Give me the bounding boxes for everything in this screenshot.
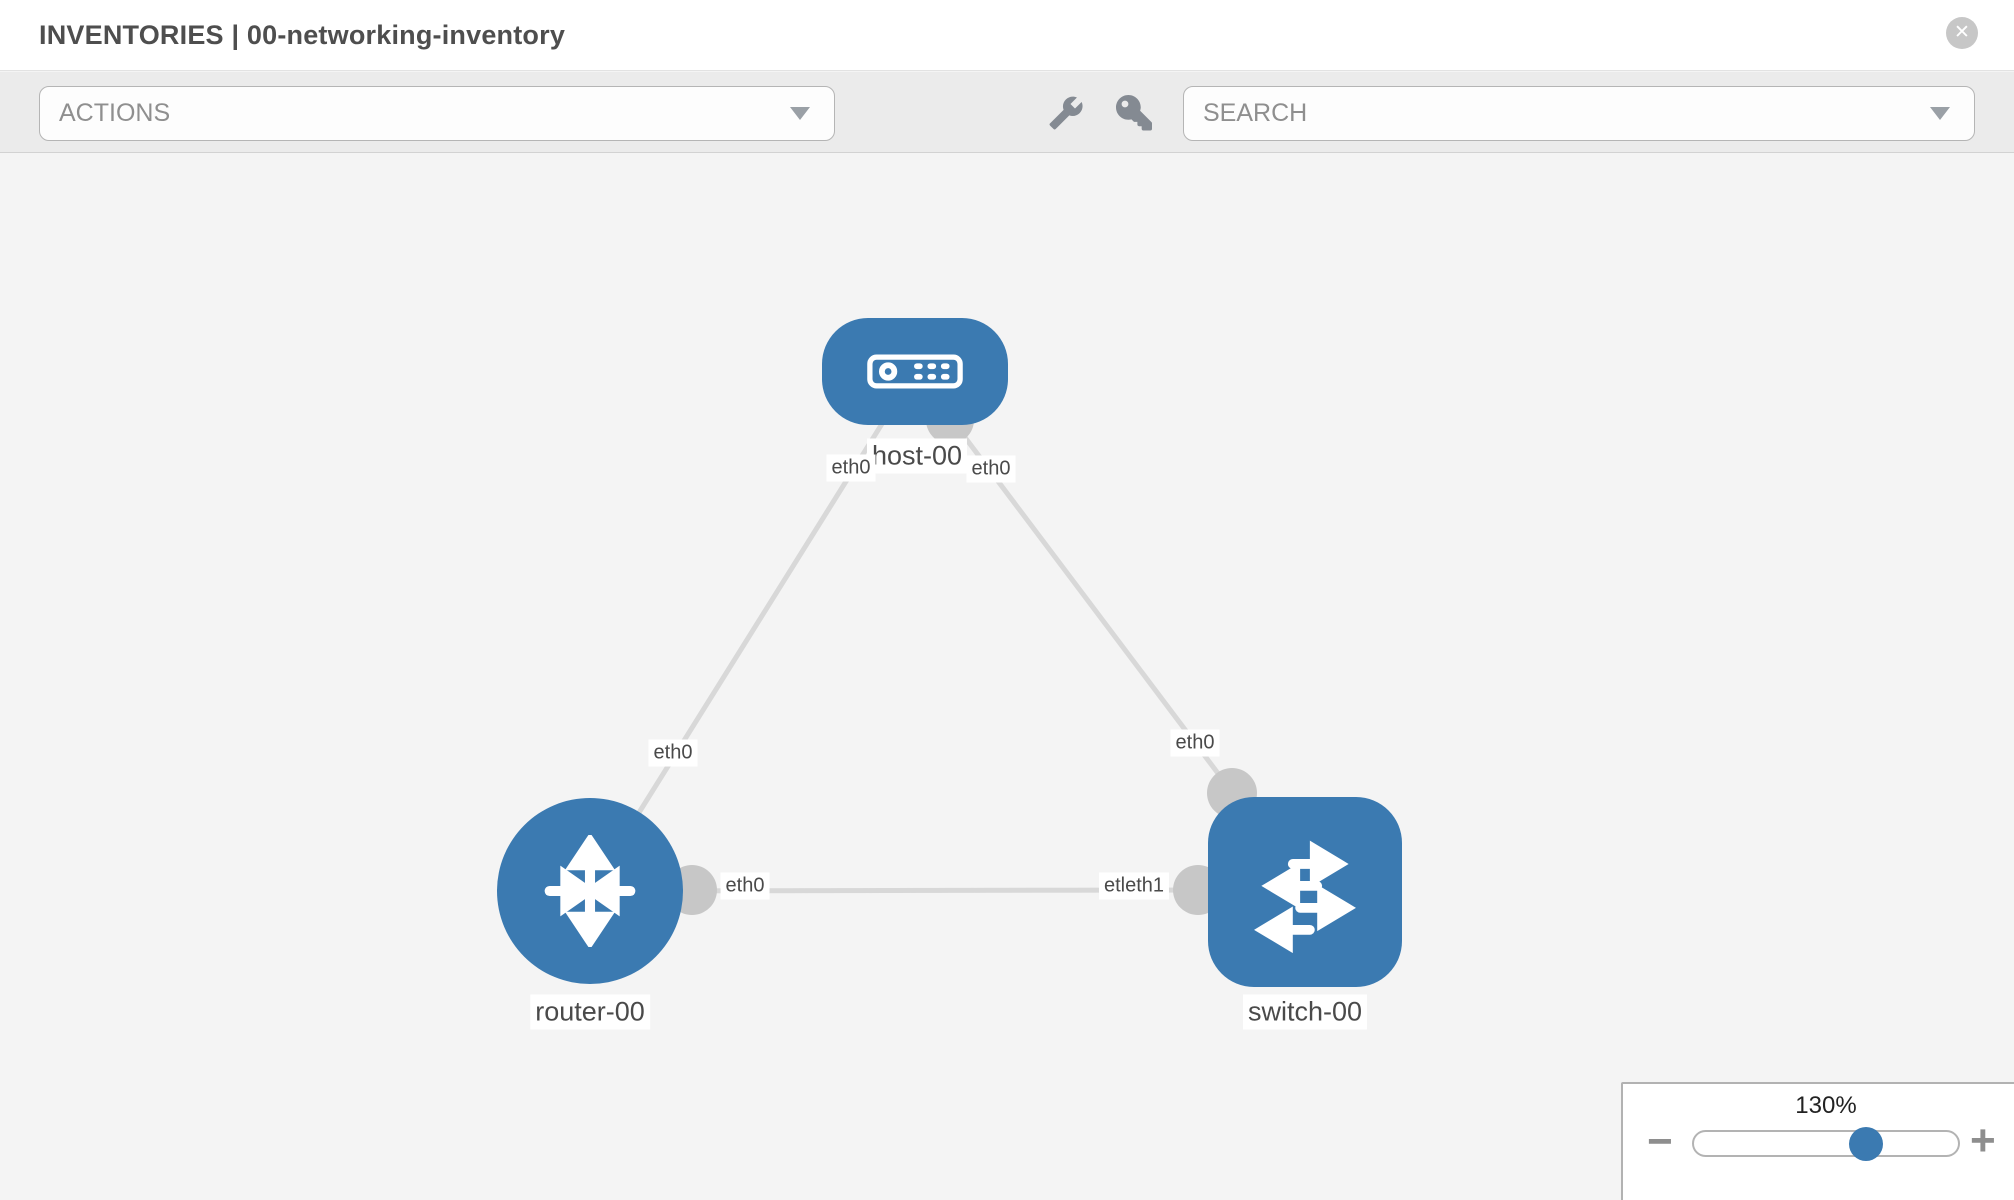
- interface-label: eth0: [826, 454, 876, 482]
- chevron-down-icon: [1930, 107, 1950, 120]
- interface-label: eth0: [648, 739, 698, 767]
- node-label-host-00: host-00: [866, 438, 968, 474]
- node-label-switch-00: switch-00: [1242, 994, 1368, 1030]
- router-icon: [544, 835, 636, 947]
- key-icon[interactable]: [1116, 95, 1152, 131]
- actions-dropdown-label: ACTIONS: [59, 99, 171, 127]
- interface-label: eth0: [1170, 729, 1220, 757]
- zoom-in-button[interactable]: +: [1970, 1116, 1996, 1165]
- edge-host-00-switch-00: [912, 368, 1235, 795]
- interface-label: eth0: [720, 872, 770, 900]
- node-router-00[interactable]: [497, 798, 683, 984]
- zoom-slider-track[interactable]: [1692, 1130, 1960, 1157]
- page-title: INVENTORIES | 00-networking-inventory: [39, 20, 566, 50]
- toolbar: ACTIONS SEARCH: [0, 72, 2014, 153]
- actions-dropdown[interactable]: ACTIONS: [39, 86, 835, 141]
- zoom-slider-thumb[interactable]: [1849, 1127, 1884, 1161]
- header-bar: INVENTORIES | 00-networking-inventory ✕: [0, 0, 2014, 71]
- chevron-down-icon: [790, 107, 810, 120]
- zoom-level-value: 130%: [1795, 1092, 1857, 1119]
- search-dropdown[interactable]: SEARCH: [1183, 86, 1975, 141]
- topology-canvas[interactable]: host-00 router-00 switch-00 eth0 eth0 eth0 eth…: [0, 153, 2014, 1200]
- node-label-router-00: router-00: [530, 994, 650, 1030]
- interface-label: eth0: [966, 455, 1016, 483]
- node-switch-00[interactable]: [1208, 797, 1402, 987]
- search-dropdown-label: SEARCH: [1203, 99, 1308, 127]
- wrench-icon[interactable]: [1048, 95, 1084, 131]
- interface-label: etleth1: [1098, 872, 1170, 900]
- switch-icon: [1254, 840, 1356, 953]
- host-icon: [867, 353, 963, 389]
- close-icon[interactable]: ✕: [1946, 17, 1978, 49]
- node-host-00[interactable]: [822, 317, 1008, 425]
- zoom-out-button[interactable]: −: [1647, 1117, 1673, 1166]
- topology-edges-layer: [587, 368, 1257, 915]
- zoom-panel: 130% − +: [1621, 1082, 2014, 1200]
